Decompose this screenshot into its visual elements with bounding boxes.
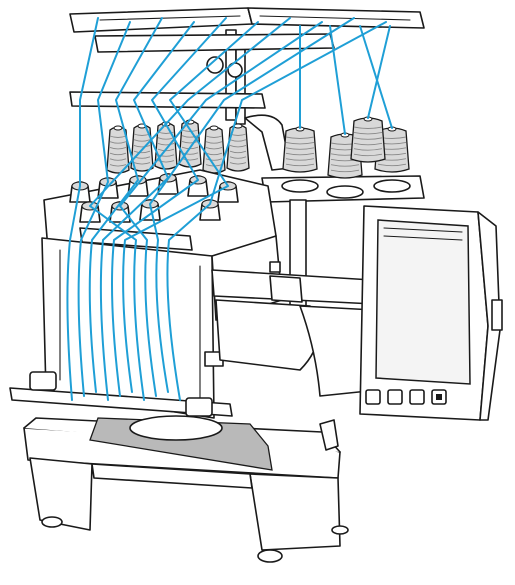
thread [166,21,387,401]
thread [66,17,99,401]
spool-hatch [353,142,383,146]
spool-hatch [181,129,199,132]
spool-hatch [205,135,223,138]
thread [329,25,346,135]
thread [119,21,323,397]
thread [89,17,291,401]
thread-spool [350,116,386,163]
thread-spools [106,116,410,179]
spool-hatch [229,150,247,154]
right-support [299,305,379,397]
spool-hatch [285,141,315,145]
tension-disc [157,173,179,195]
spool-body [350,117,386,163]
spool-hatch [133,162,151,165]
power-symbol [436,394,442,400]
tension-knob [206,56,224,74]
spool-hatch [205,158,223,161]
thread-spool [226,123,250,172]
panel-buttons [365,389,447,405]
thread [359,25,393,129]
spool-hatch [181,141,199,144]
threads [66,17,393,401]
hoop-frame [9,371,339,451]
spool-hatch [353,126,383,129]
spool-hatch [229,162,247,165]
spool-hatch [285,152,315,156]
spool-hatch [285,147,315,150]
left-foot [41,516,63,528]
right-foot [257,549,283,563]
spool-hatch [133,150,151,154]
spool-body [130,124,154,172]
spool-hatch [285,163,315,167]
spool-hatch [109,158,127,161]
spool-body [282,127,318,173]
right-foot-block [249,473,341,551]
spool-stand [261,175,425,341]
thread [88,17,163,393]
carriage-arm [211,261,379,397]
spool-hatch [229,145,247,148]
spool-hatch [157,154,175,157]
spool-body [106,126,130,174]
spool-hatch [353,153,383,157]
thread [77,21,131,397]
spool-hatch [353,137,383,140]
thread [367,25,391,119]
panel-button [365,389,381,405]
spool-hatch [181,158,199,161]
left-hoop-clamp [29,371,57,391]
thread [122,21,259,393]
spool-hatch [285,136,315,139]
spool-hatch [330,164,360,167]
spool-hatch [285,158,315,161]
spool-hatch [109,141,127,144]
spool-cap [113,125,123,131]
upper-thread-guide [94,33,335,53]
touch-screen [375,219,471,385]
spool-hatch [109,135,127,138]
spool-cap [209,125,219,131]
head-front-panel [41,237,215,419]
spool-hatch [229,156,247,159]
thread-spool [130,123,154,172]
spool-hatch [157,143,175,146]
thread [99,21,195,401]
thread-spool [282,126,318,173]
thread-spool [154,121,178,170]
spool-hatch [353,148,383,151]
spool-hatch [377,163,407,167]
thread [111,17,227,397]
spool-hatch [109,147,127,150]
thread-arm [244,114,291,171]
panel-button [409,389,425,405]
embroidery-hoop [129,415,223,441]
spool-hatch [330,169,360,173]
spool-hatch [133,145,151,148]
thread [149,17,355,393]
spool-hatch [181,135,199,138]
spool-hatch [133,139,151,142]
right-hoop-clamp [185,397,213,417]
hoop-rail [9,387,233,417]
spool-hatch [109,152,127,156]
panel-button [387,389,403,405]
thread-spool [106,125,130,174]
spool-hatch [109,164,127,167]
spool-hatch [157,160,175,163]
spool-hatch [157,137,175,140]
spool-hatch [205,147,223,150]
spool-hatch [205,141,223,144]
control-panel [359,205,503,421]
spool-hatch [229,139,247,142]
left-foot-block [29,457,93,531]
spool-hatch [353,131,383,135]
tension-assemblies [69,173,239,223]
